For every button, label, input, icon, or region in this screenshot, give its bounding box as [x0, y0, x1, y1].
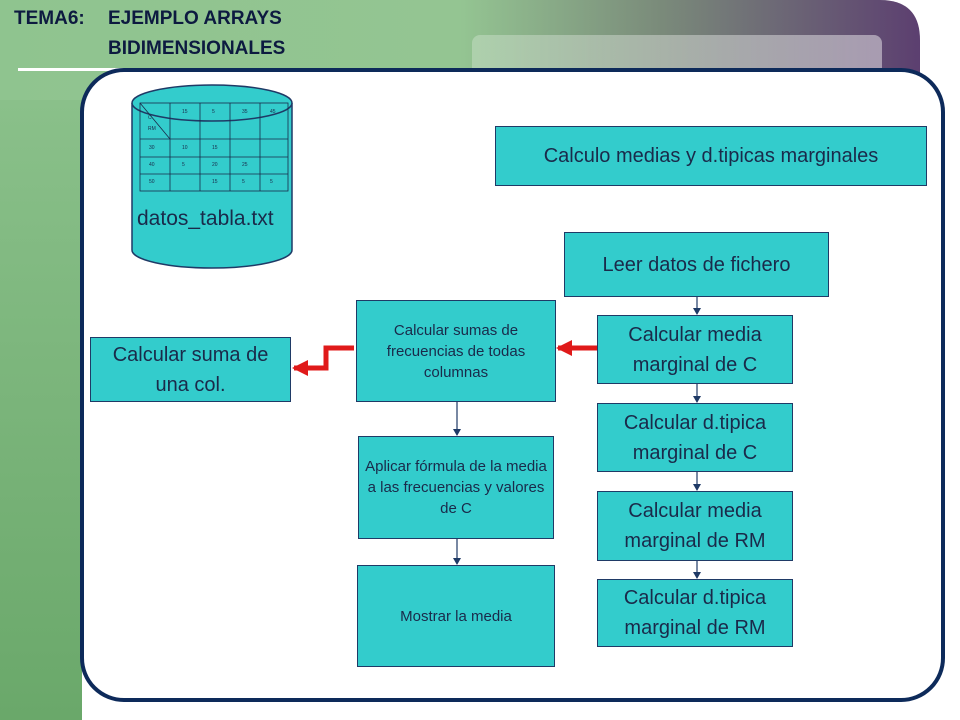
grid-cell: 20 [212, 162, 218, 168]
grid-cell: 10 [182, 145, 188, 151]
grid-corner-bottom: RM [148, 126, 156, 132]
substep-sum-frequencies: Calcular sumas de frecuencias de todas c… [356, 300, 556, 402]
grid-cell: 5 [242, 179, 245, 185]
substep-apply-formula: Aplicar fórmula de la media a las frecue… [358, 436, 554, 539]
step-stddev-rm: Calcular d.tipica marginal de RM [597, 579, 793, 647]
grid-cell: 15 [212, 145, 218, 151]
grid-row-label: 30 [149, 145, 155, 151]
grid-header-cell: 35 [242, 109, 248, 115]
left-band [0, 0, 82, 720]
subsubstep-sum-column: Calcular suma de una col. [90, 337, 291, 402]
grid-row-label: 40 [149, 162, 155, 168]
grid-cell: 5 [270, 179, 273, 185]
step-read-file: Leer datos de fichero [564, 232, 829, 297]
grid-cell: 25 [242, 162, 248, 168]
step-mean-c: Calcular media marginal de C [597, 315, 793, 384]
diagram-title-box: Calculo medias y d.tipicas marginales [495, 126, 927, 186]
slide-title-prefix: TEMA6: [14, 8, 85, 29]
data-grid [139, 102, 289, 192]
database-label: datos_tabla.txt [137, 207, 274, 230]
grid-header-cell: 45 [270, 109, 276, 115]
step-mean-rm: Calcular media marginal de RM [597, 491, 793, 561]
substep-show-mean: Mostrar la media [357, 565, 555, 667]
grid-row-label: 50 [149, 179, 155, 185]
step-stddev-c: Calcular d.tipica marginal de C [597, 403, 793, 472]
slide-title-line1: EJEMPLO ARRAYS [108, 8, 282, 29]
slide-title-line2: BIDIMENSIONALES [108, 38, 286, 59]
grid-corner-top: C [148, 115, 152, 121]
expand-arrow-sumas [292, 345, 354, 376]
grid-cell: 15 [212, 179, 218, 185]
grid-header-cell: 5 [212, 109, 215, 115]
grid-cell: 5 [182, 162, 185, 168]
grid-header-cell: 15 [182, 109, 188, 115]
